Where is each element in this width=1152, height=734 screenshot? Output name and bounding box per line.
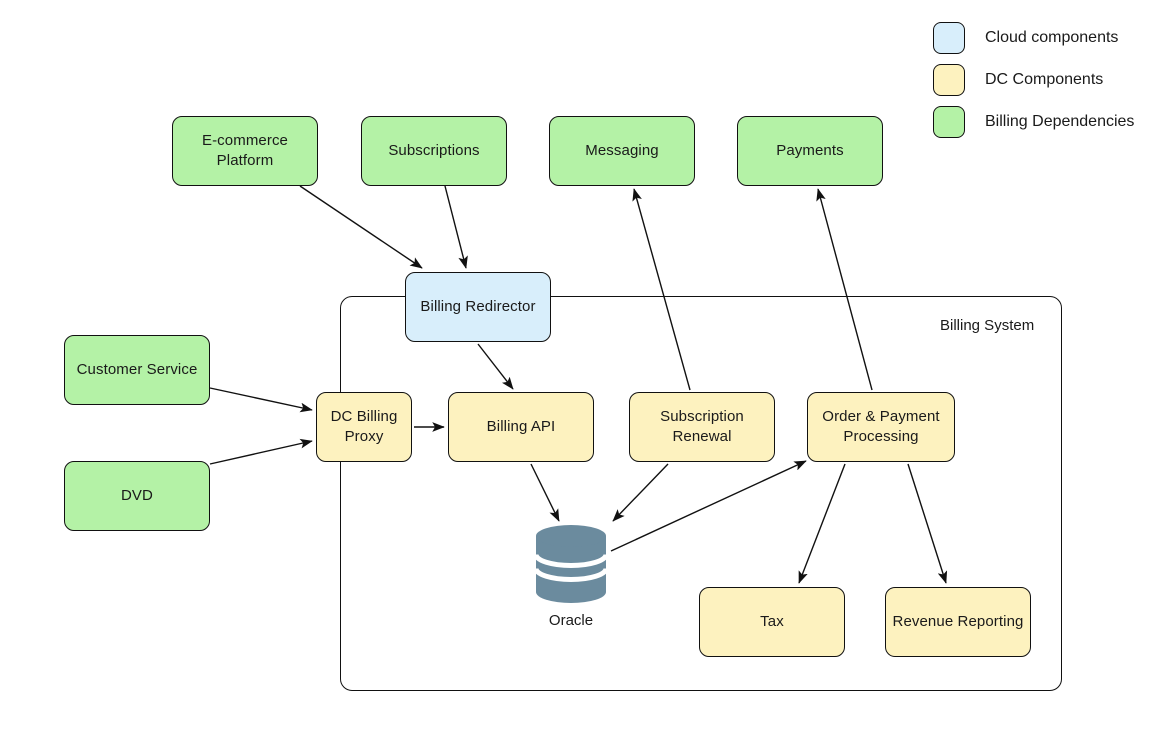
legend-item-dependency: Billing Dependencies	[933, 106, 1134, 138]
node-label-ecommerce: E-commerce Platform	[201, 131, 288, 169]
node-label-customer: Customer Service	[76, 360, 198, 378]
billing-system-group	[340, 296, 1062, 691]
legend-swatch-cloud	[933, 22, 965, 54]
node-label-messaging: Messaging	[585, 141, 659, 159]
node-dvd[interactable]: DVD	[64, 461, 210, 531]
node-messaging[interactable]: Messaging	[549, 116, 695, 186]
edge-subscriptions-to-redirector	[444, 185, 468, 269]
node-label-redirector: Billing Redirector	[420, 297, 536, 315]
node-orderpay[interactable]: Order & Payment Processing	[807, 392, 955, 462]
node-label-proxy: DC Billing Proxy	[330, 407, 398, 445]
node-ecommerce[interactable]: E-commerce Platform	[172, 116, 318, 186]
node-label-subscriptions: Subscriptions	[388, 141, 480, 159]
legend-label-cloud: Cloud components	[985, 29, 1119, 46]
edge-customer-to-proxy	[209, 387, 313, 413]
node-label-revenue: Revenue Reporting	[892, 612, 1024, 630]
node-redirector[interactable]: Billing Redirector	[405, 272, 551, 342]
node-customer[interactable]: Customer Service	[64, 335, 210, 405]
legend-item-dc: DC Components	[933, 64, 1103, 96]
node-tax[interactable]: Tax	[699, 587, 845, 657]
billing-system-group-label: Billing System	[940, 317, 1035, 334]
node-label-tax: Tax	[760, 612, 784, 630]
node-label-subrenewal: Subscription Renewal	[660, 407, 744, 445]
node-label-billingapi: Billing API	[486, 417, 556, 435]
node-label-payments: Payments	[776, 141, 844, 159]
node-label-orderpay: Order & Payment Processing	[822, 407, 940, 445]
oracle-database-icon	[536, 525, 606, 603]
legend-label-dependency: Billing Dependencies	[985, 113, 1135, 130]
edge-ecommerce-to-redirector	[299, 185, 423, 269]
node-label-dvd: DVD	[121, 486, 153, 504]
legend-swatch-dc	[933, 64, 965, 96]
node-subrenewal[interactable]: Subscription Renewal	[629, 392, 775, 462]
node-billingapi[interactable]: Billing API	[448, 392, 594, 462]
node-payments[interactable]: Payments	[737, 116, 883, 186]
legend-label-dc: DC Components	[985, 71, 1104, 88]
node-revenue[interactable]: Revenue Reporting	[885, 587, 1031, 657]
edge-dvd-to-proxy	[209, 438, 313, 465]
legend-item-cloud: Cloud components	[933, 22, 1118, 54]
oracle-database-label: Oracle	[548, 612, 594, 629]
node-subscriptions[interactable]: Subscriptions	[361, 116, 507, 186]
legend-swatch-dependency	[933, 106, 965, 138]
node-proxy[interactable]: DC Billing Proxy	[316, 392, 412, 462]
